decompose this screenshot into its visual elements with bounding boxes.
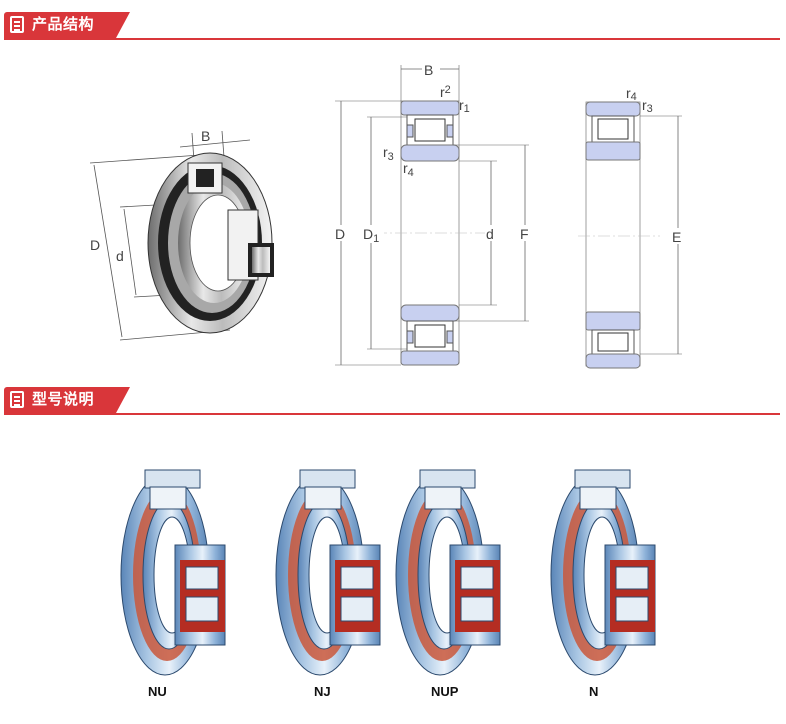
header-tab: 型号说明 — [4, 387, 130, 413]
dim-label-r4: r — [626, 85, 631, 101]
svg-text:r1: r1 — [459, 97, 470, 115]
dim-label-r4: r — [403, 160, 408, 176]
dim-sub-r4: 4 — [408, 167, 414, 179]
dim-sub-r3: 3 — [647, 103, 653, 115]
svg-text:r2: r2 — [440, 84, 451, 100]
svg-text:r3: r3 — [642, 97, 653, 115]
dim-sub-r2: 2 — [445, 84, 451, 96]
bearing-types-figure — [120, 469, 656, 676]
dim-sub-D1: 1 — [373, 233, 379, 245]
bearing-type-label-nu: NU — [148, 684, 167, 699]
bearing-nj — [275, 469, 381, 676]
section-header-structure: 产品结构 — [0, 10, 786, 40]
dim-label-B: B — [424, 62, 433, 78]
bearing-type-label-n: N — [589, 684, 599, 699]
bearing-isometric-figure: B D d — [89, 128, 274, 341]
document-icon — [10, 391, 24, 408]
dim-label-r2: r — [440, 84, 445, 100]
header-rule — [4, 38, 780, 40]
bearing-n — [550, 469, 656, 676]
dim-label-D1: D — [363, 226, 373, 242]
dim-sub-r4: 4 — [631, 91, 637, 103]
section-title: 产品结构 — [32, 16, 95, 33]
dim-label-r1: r — [459, 97, 464, 113]
dim-label-D: D — [335, 226, 345, 242]
bearing-nup — [395, 469, 501, 676]
cross-section-drawing-n: r4 r3 E — [578, 85, 685, 369]
bearing-type-label-nup: NUP — [431, 684, 459, 699]
svg-text:r3: r3 — [383, 144, 394, 163]
cross-section-drawing-nu: B r2 r1 r3 r4 D D1 d F — [334, 61, 531, 366]
header-tab: 产品结构 — [4, 12, 130, 38]
svg-text:r4: r4 — [403, 160, 414, 179]
dim-label-d: d — [486, 226, 494, 242]
dim-sub-r1: 1 — [464, 103, 470, 115]
dim-label-E: E — [672, 229, 681, 245]
dim-label-B: B — [201, 128, 210, 144]
document-icon — [10, 16, 24, 33]
svg-text:r4: r4 — [626, 85, 637, 103]
dim-sub-r3: 3 — [388, 151, 394, 163]
header-rule — [4, 413, 780, 415]
dim-label-r3: r — [383, 144, 388, 160]
section-header-model: 型号说明 — [0, 385, 786, 415]
section-title: 型号说明 — [32, 391, 95, 408]
dim-label-F: F — [520, 226, 529, 242]
bearing-nu — [120, 469, 226, 676]
dim-label-r3: r — [642, 97, 647, 113]
dim-label-d: d — [116, 248, 124, 264]
svg-text:D1: D1 — [363, 226, 379, 245]
dim-label-D: D — [90, 237, 100, 253]
bearing-type-label-nj: NJ — [314, 684, 331, 699]
